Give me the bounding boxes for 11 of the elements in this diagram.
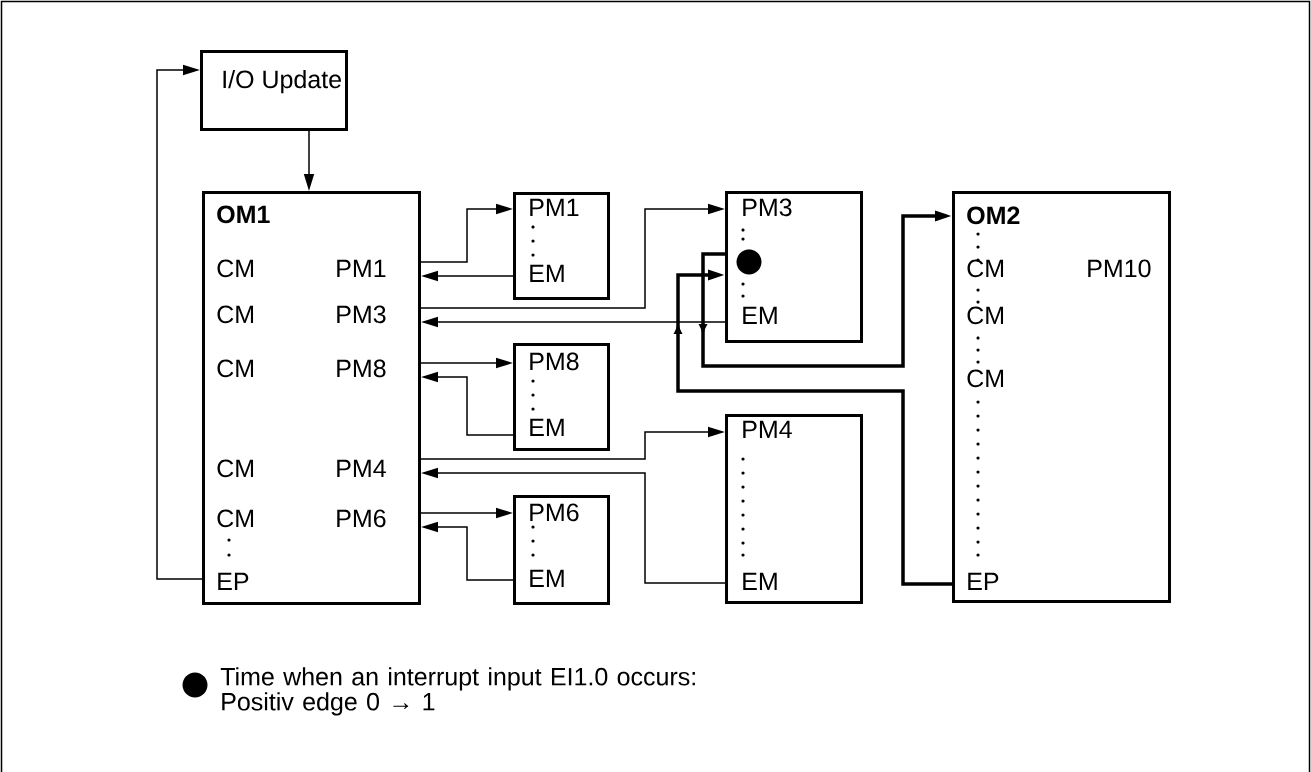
- legend-text: Time when an interrupt input EI1.0 occurs: Positiv edge 0 → 1: [220, 667, 695, 716]
- module-box: PM3 EM: [725, 191, 863, 343]
- module-box: I/O Update: [200, 50, 348, 131]
- module-box: PM1 EM: [513, 192, 610, 300]
- module-box: OM2 CM PM10 CM CM EP: [952, 191, 1171, 603]
- arrow: [156, 64, 203, 580]
- module-box: PM4 EM: [725, 414, 863, 604]
- arrow: [674, 269, 952, 586]
- module-box: PM6 EM: [513, 495, 610, 605]
- module-box: OM1 CM PM1 CM PM3 CM PM8 CM PM4 CM PM6 EP: [202, 191, 421, 605]
- module-box: PM8 EM: [513, 343, 610, 451]
